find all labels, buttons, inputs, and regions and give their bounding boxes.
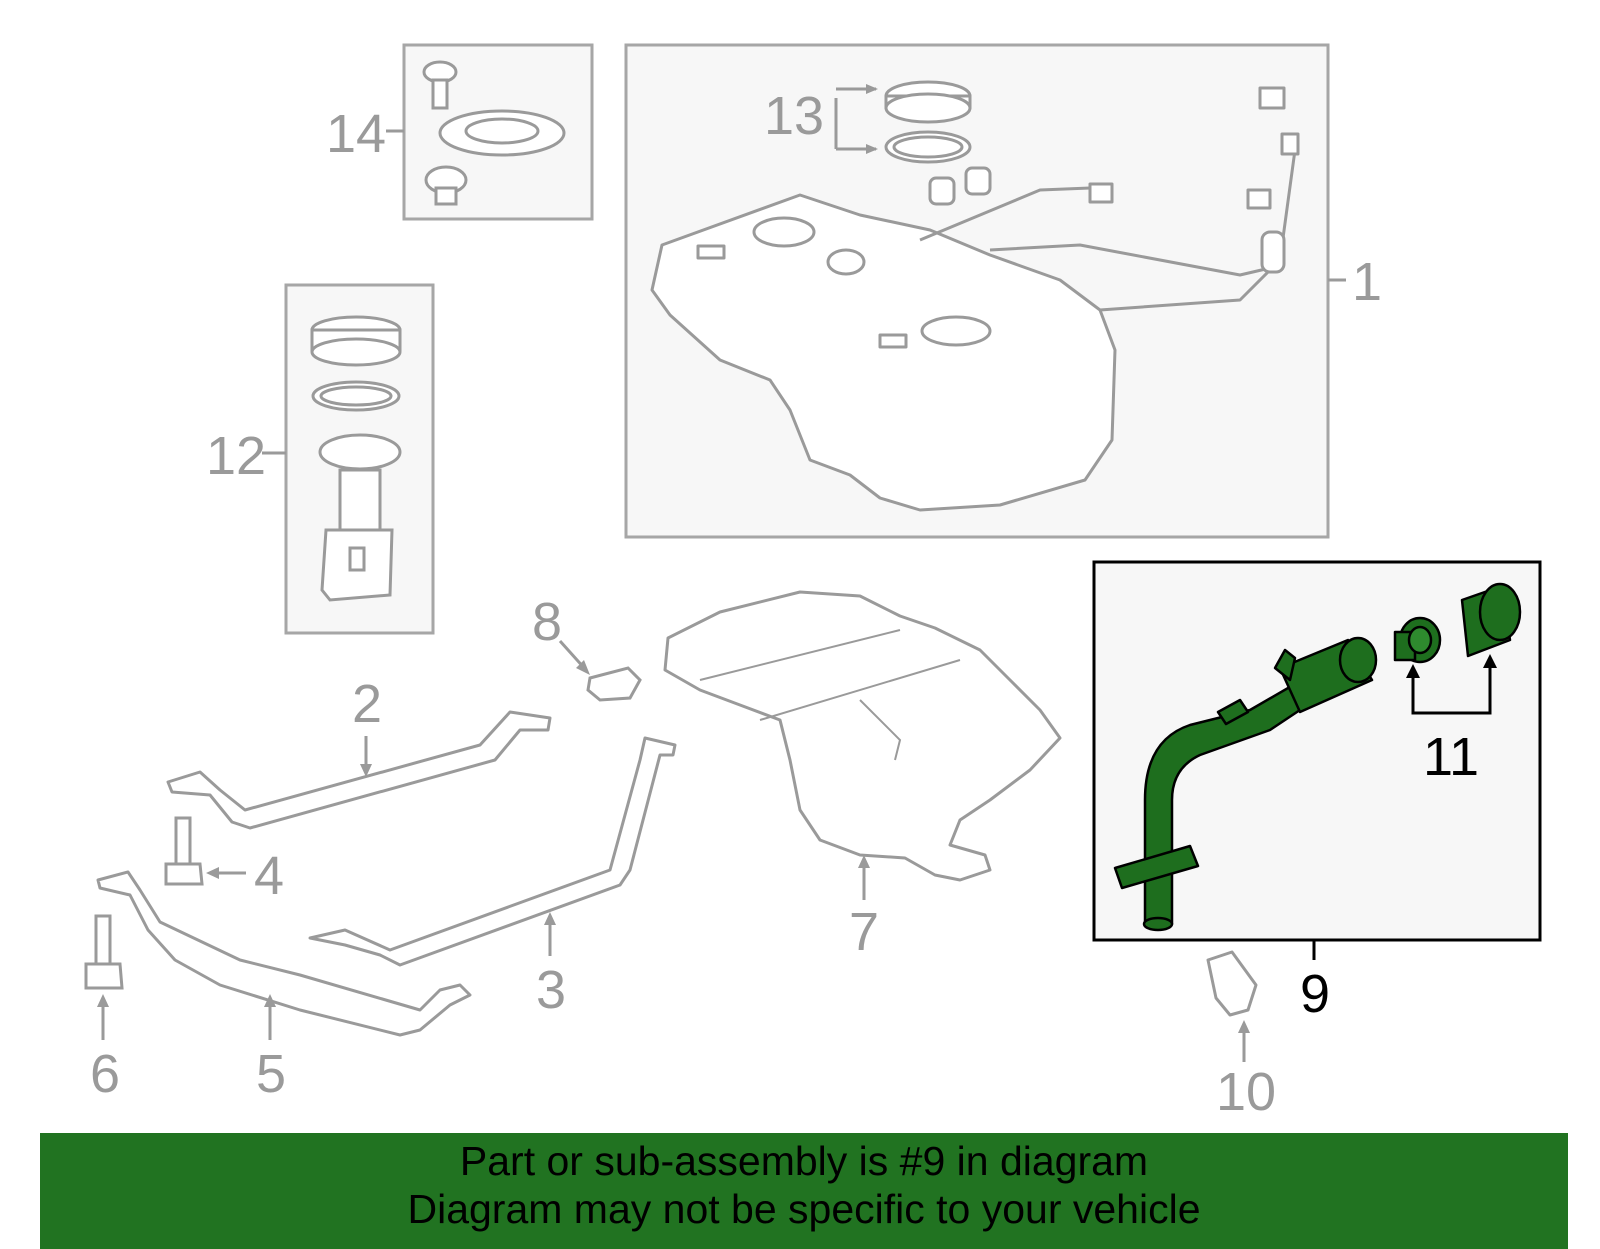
part-9-group: 11 9 <box>1092 560 1542 1024</box>
callout-6[interactable]: 6 <box>90 1044 120 1104</box>
callout-7[interactable]: 7 <box>849 902 879 962</box>
callout-8[interactable]: 8 <box>532 592 562 652</box>
part-2-group: 2 <box>166 674 552 830</box>
callout-4[interactable]: 4 <box>254 846 284 906</box>
callout-3[interactable]: 3 <box>536 960 566 1020</box>
fuel-tank-body <box>650 193 1117 512</box>
part-6-group: 6 <box>84 914 124 1104</box>
callout-10[interactable]: 10 <box>1216 1062 1276 1122</box>
part-14-group: 14 <box>326 43 594 221</box>
part-4-group: 4 <box>164 816 284 906</box>
part-12-group: 12 <box>206 283 435 635</box>
info-banner: Part or sub-assembly is #9 in diagram Di… <box>40 1133 1568 1249</box>
callout-12[interactable]: 12 <box>206 426 266 486</box>
callout-11[interactable]: 11 <box>1423 727 1479 787</box>
part-1-group: 13 1 <box>624 43 1382 539</box>
callout-5[interactable]: 5 <box>256 1044 286 1104</box>
strap-3 <box>308 736 677 967</box>
callout-2[interactable]: 2 <box>352 674 382 734</box>
part-10-group: 10 <box>1206 950 1276 1122</box>
crossmember-5 <box>96 870 472 1037</box>
banner-line-2: Diagram may not be specific to your vehi… <box>407 1186 1201 1232</box>
heat-shield-7 <box>663 590 1062 882</box>
part-8-group: 8 <box>532 592 642 702</box>
callout-9[interactable]: 9 <box>1300 964 1330 1024</box>
callout-14[interactable]: 14 <box>326 104 386 164</box>
screw-shaft-14 <box>431 78 449 110</box>
part-5-group: 5 <box>96 870 472 1104</box>
callout-1[interactable]: 1 <box>1352 252 1382 312</box>
strap-2 <box>166 710 552 830</box>
banner-line-1: Part or sub-assembly is #9 in diagram <box>459 1138 1149 1184</box>
callout-13[interactable]: 13 <box>764 86 824 146</box>
part-3-group: 3 <box>308 736 677 1020</box>
part-7-group: 7 <box>663 590 1062 962</box>
